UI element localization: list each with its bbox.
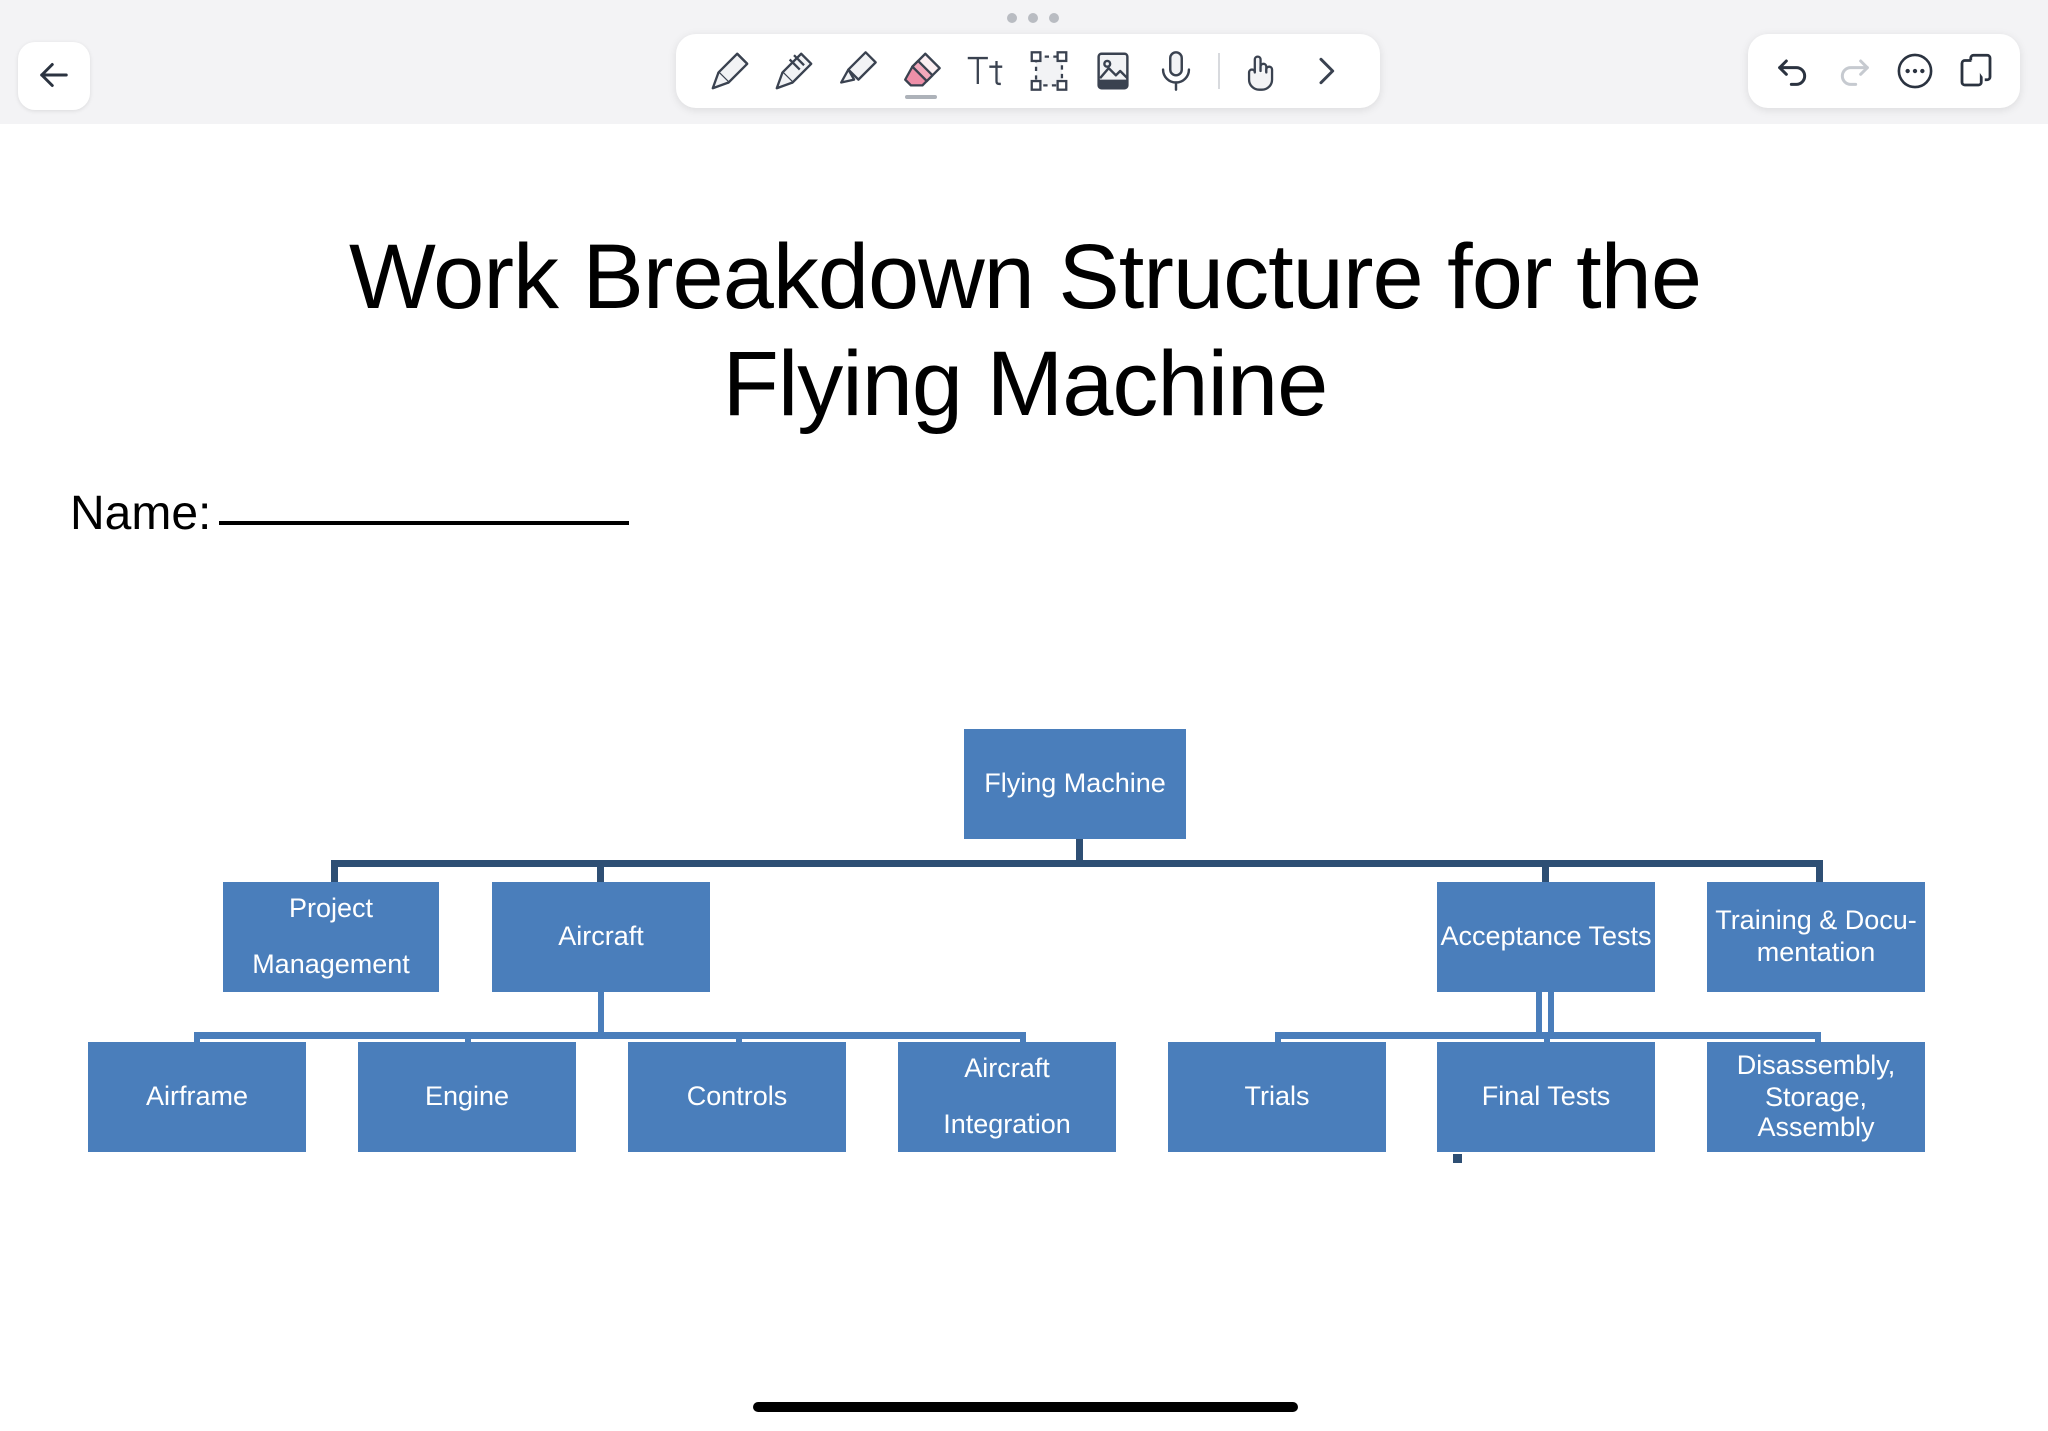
node-label: Aircraft — [558, 921, 644, 952]
connector-aircraft-stem — [598, 992, 604, 1036]
node-label: Trials — [1244, 1081, 1310, 1112]
ink-artifact-dot — [1453, 1154, 1462, 1163]
node-label: Acceptance Tests — [1440, 921, 1652, 952]
name-blank-line — [219, 521, 630, 525]
node-label-line-1: Training & Docu- — [1715, 905, 1917, 936]
highlighter-tool[interactable] — [826, 39, 890, 103]
hand-tool[interactable] — [1230, 39, 1294, 103]
pen-tool[interactable] — [698, 39, 762, 103]
connector-acceptance-stem-b — [1548, 992, 1554, 1036]
name-field-row: Name: — [70, 486, 630, 541]
node-acceptance-tests[interactable]: Acceptance Tests — [1437, 882, 1655, 992]
node-label-line-2: mentation — [1756, 937, 1876, 967]
top-toolbar-bar: 2 — [0, 0, 2048, 124]
page-title-line-2: Flying Machine — [722, 332, 1329, 435]
node-final-tests[interactable]: Final Tests — [1437, 1042, 1655, 1152]
selection-tool[interactable] — [1017, 39, 1081, 103]
node-label-line-1: Disassembly, — [1736, 1050, 1896, 1081]
back-button[interactable] — [18, 42, 90, 110]
connector-level1-bus — [331, 860, 1823, 867]
node-airframe[interactable]: Airframe — [88, 1042, 306, 1152]
arrow-left-icon — [33, 54, 75, 99]
drag-handle[interactable] — [1007, 13, 1059, 23]
node-label-line-2: Storage, Assembly — [1757, 1082, 1875, 1142]
home-indicator — [753, 1402, 1298, 1412]
node-label-line-1: Project — [288, 893, 374, 924]
node-engine[interactable]: Engine — [358, 1042, 576, 1152]
node-training-documentation[interactable]: Training & Docu- mentation — [1707, 882, 1925, 992]
node-aircraft[interactable]: Aircraft — [492, 882, 710, 992]
toolbar-divider — [1218, 53, 1221, 89]
pencil-tool[interactable] — [762, 39, 826, 103]
node-label: Airframe — [145, 1081, 248, 1112]
connector-acceptance-stem-a — [1536, 992, 1542, 1036]
redo-button[interactable] — [1826, 43, 1882, 99]
document-canvas[interactable]: Work Breakdown Structure for the Flying … — [0, 124, 2048, 1431]
page-title: Work Breakdown Structure for the Flying … — [180, 224, 1870, 437]
microphone-tool[interactable] — [1145, 39, 1209, 103]
node-label: Engine — [424, 1081, 510, 1112]
node-label: Controls — [686, 1081, 788, 1112]
node-flying-machine[interactable]: Flying Machine — [964, 729, 1186, 839]
page-title-line-1: Work Breakdown Structure for the — [349, 226, 1702, 328]
name-label: Name: — [70, 487, 212, 540]
more-tools-chevron[interactable] — [1294, 39, 1358, 103]
tool-dock — [676, 34, 1380, 108]
node-project-management[interactable]: Project Management — [223, 882, 439, 992]
node-disassembly-storage-assembly[interactable]: Disassembly, Storage, Assembly — [1707, 1042, 1925, 1152]
image-tool[interactable] — [1081, 39, 1145, 103]
connector-aircraft-bus — [194, 1032, 1026, 1039]
pages-button[interactable] — [1948, 43, 2004, 99]
node-controls[interactable]: Controls — [628, 1042, 846, 1152]
node-label-line-2: Integration — [943, 1109, 1071, 1139]
wbs-diagram: Flying Machine Project Management Aircra… — [0, 124, 2048, 1431]
text-tool[interactable] — [953, 39, 1017, 103]
right-action-dock — [1748, 34, 2020, 108]
node-label-line-2: Management — [252, 949, 410, 979]
undo-button[interactable] — [1765, 43, 1821, 99]
node-label: Flying Machine — [984, 768, 1166, 799]
node-label-line-1: Aircraft — [964, 1053, 1050, 1084]
more-button[interactable] — [1887, 43, 1943, 99]
node-aircraft-integration[interactable]: Aircraft Integration — [898, 1042, 1116, 1152]
eraser-tool[interactable] — [889, 39, 953, 103]
node-trials[interactable]: Trials — [1168, 1042, 1386, 1152]
node-label: Final Tests — [1481, 1081, 1611, 1112]
